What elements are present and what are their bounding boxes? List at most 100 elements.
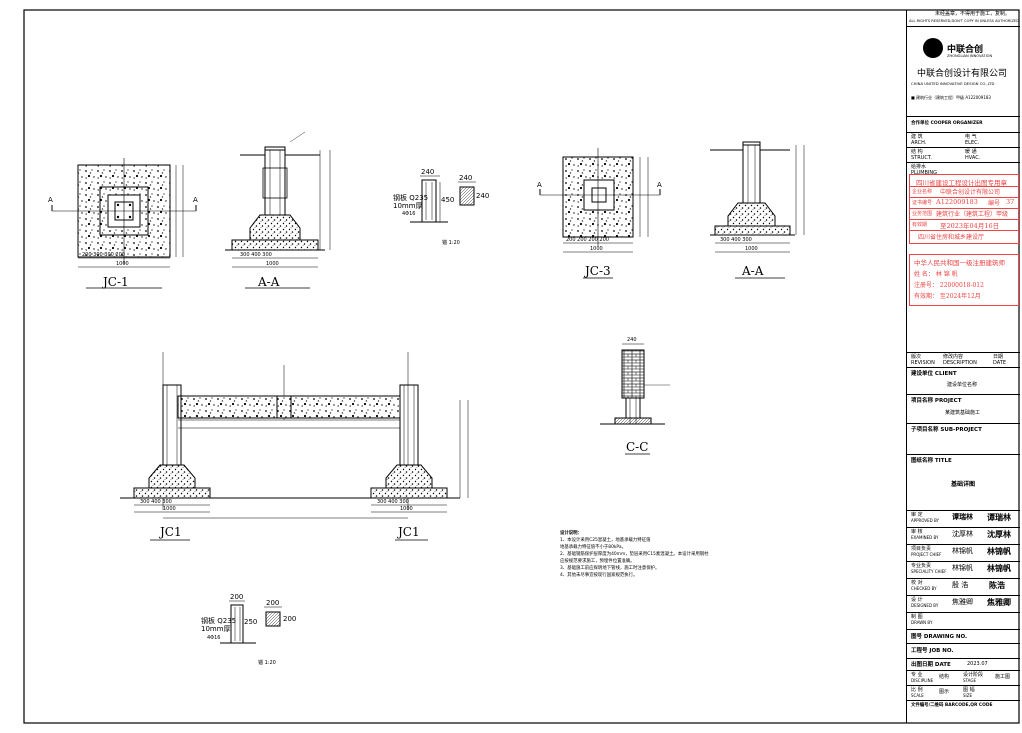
jc1-plan bbox=[51, 158, 197, 289]
company-logo-icon bbox=[923, 38, 943, 58]
tb-pm-name: 林锦帆 bbox=[952, 547, 973, 555]
tb-approved-name: 谭瑞林 bbox=[952, 513, 973, 521]
detail2-thickness: 10mm厚 bbox=[201, 625, 231, 633]
tb-phase: 专 业 bbox=[911, 672, 923, 678]
tb-company-cn: 中联合创设计有限公司 bbox=[917, 69, 1008, 79]
dim-detail-240c: 240 bbox=[476, 192, 490, 200]
dim-jc1-total: 1000 bbox=[116, 261, 129, 267]
tb-phase-en: DISCIPLINE bbox=[911, 678, 934, 683]
signature-4: 林锦帆 bbox=[987, 563, 1011, 573]
long-section bbox=[120, 352, 469, 541]
tb-arch: 建 筑 bbox=[911, 134, 923, 140]
plate-detail-1 bbox=[410, 175, 476, 223]
tb-top-note-2: ALL RIGHTS RESERVED,DON'T COPY IN UNLESS… bbox=[909, 19, 1019, 23]
tb-rev-date: 日期 DATE bbox=[993, 354, 1007, 366]
design-seal: 四川省建设工程设计出图专用章 企业名称 中联合创设计有限公司 证书编号 A122… bbox=[909, 174, 1019, 244]
signature-3: 林锦帆 bbox=[987, 546, 1011, 556]
tb-scale: 比 例 bbox=[911, 687, 923, 693]
tb-date-val: 2023.07 bbox=[967, 661, 988, 667]
dim-detail-450: 450 bbox=[441, 196, 455, 204]
tb-drawn: 制 图 bbox=[911, 614, 923, 620]
tb-struct: 结 构 bbox=[911, 149, 923, 155]
dim-jc1-bottom: 200 300 300 200 bbox=[82, 252, 125, 258]
tb-elec: 电 气 bbox=[965, 134, 977, 140]
cc-label: C-C bbox=[626, 440, 649, 454]
section-mark-a-right: A bbox=[193, 196, 198, 204]
jc1-right-label: JC1 bbox=[398, 525, 420, 539]
notes-title: 设计说明： bbox=[560, 531, 582, 536]
aa3-section bbox=[710, 141, 805, 279]
tb-sc-en: SPECIALITY CHIEF bbox=[911, 569, 947, 574]
tb-drawing-no: 图号 DRAWING NO. bbox=[911, 634, 968, 640]
tb-title-val: 基础详图 bbox=[951, 481, 976, 488]
dim-detail-240: 240 bbox=[421, 168, 435, 176]
detail2-plate: 钢板 Q235 bbox=[201, 617, 237, 625]
tb-checked-name: 殷 浩 bbox=[952, 581, 969, 589]
signature-5: 陈浩 bbox=[989, 580, 1005, 590]
tb-phase-val: 结构 bbox=[939, 674, 950, 680]
tb-designed: 设 计 bbox=[911, 597, 923, 603]
detail1-thickness: 10mm厚 bbox=[393, 202, 423, 210]
dim-long-right: 300 400 300 bbox=[377, 499, 409, 505]
tb-date: 出图日期 DATE bbox=[911, 662, 951, 668]
tb-rev-desc: 修改内容 DESCRIPTION bbox=[943, 354, 977, 366]
dim-jc3-bottom: 200 200 200 200 bbox=[566, 237, 609, 243]
tb-stage-val: 施工图 bbox=[995, 674, 1011, 680]
section-mark-a3-right: A bbox=[657, 181, 662, 189]
detail2-bolt: 4Φ16 bbox=[207, 635, 221, 641]
tb-size: 图 幅 bbox=[963, 687, 975, 693]
detail1-plate: 钢板 Q235 bbox=[393, 194, 429, 202]
dim-detail2-200b: 200 bbox=[266, 599, 280, 607]
section-mark-a-left: A bbox=[48, 196, 53, 204]
tb-revision: 版次 REVISION bbox=[911, 354, 935, 366]
dim-detail-240b: 240 bbox=[459, 174, 473, 182]
jc1-left-label: JC1 bbox=[160, 525, 182, 539]
dim-jc3-total: 1000 bbox=[590, 246, 603, 252]
dim-aa1-total: 1000 bbox=[266, 261, 279, 267]
tb-job-no: 工程号 JOB NO. bbox=[911, 648, 954, 654]
tb-pm: 项目负责 bbox=[911, 546, 932, 552]
aa1-label: A-A bbox=[258, 275, 280, 289]
tb-pm-en: PROJECT CHIEF bbox=[911, 552, 942, 557]
tb-file-no: 文件编号/二维码 BARCODE,QR CODE bbox=[911, 703, 993, 708]
tb-approved-en: APPROVED BY bbox=[911, 518, 940, 523]
tb-project-val: 某建筑基础施工 bbox=[945, 410, 981, 416]
tb-top-note-1: 未经盖章，不得用于施工，复制。 bbox=[935, 11, 1011, 17]
tb-subproject: 子项目名称 SUB-PROJECT bbox=[911, 427, 982, 433]
dim-detail2-250: 250 bbox=[244, 618, 258, 626]
tb-stage: 设计阶段 bbox=[963, 672, 984, 678]
notes-line: 应按规范要求施工，预埋件位置准确。 bbox=[560, 559, 635, 564]
dim-long-right-total: 1000 bbox=[400, 506, 413, 512]
detail1-bolt: 4Φ16 bbox=[402, 211, 416, 217]
signature-1: 谭瑞林 bbox=[987, 512, 1011, 522]
dim-detail2-200c: 200 bbox=[283, 615, 297, 623]
tb-scale-en: SCALE bbox=[911, 693, 924, 698]
tb-cert: ■ 建筑行业（建筑工程）甲级 A122009183 bbox=[911, 95, 991, 100]
tb-checked: 校 对 bbox=[911, 580, 923, 586]
aa3-label: A-A bbox=[742, 264, 764, 278]
cc-section bbox=[600, 343, 670, 455]
tb-designed-en: DESIGNED BY bbox=[911, 603, 939, 608]
design-notes: 设计说明： 1、本设计采用C25混凝土，地基承载力特征值 地基承载力特征值不小于… bbox=[560, 530, 710, 579]
notes-line: 3、基础施工前应探明地下管线，施工时注意保护。 bbox=[560, 566, 660, 571]
architect-seal: 中华人民共和国一级注册建筑师 姓 名： 林 锦 帆 注册号： 22000018-… bbox=[909, 254, 1019, 306]
jc3-label: JC-3 bbox=[585, 264, 611, 278]
tb-examined: 审 核 bbox=[911, 529, 923, 535]
detail1-scale: 锚 1:20 bbox=[442, 240, 460, 246]
tb-size-en: SIZE bbox=[963, 693, 972, 698]
dim-detail2-200: 200 bbox=[230, 593, 244, 601]
tb-sc-name: 林锦帆 bbox=[952, 564, 973, 572]
dim-long-left: 300 400 300 bbox=[140, 499, 172, 505]
tb-hvac: 暖 通 bbox=[965, 149, 977, 155]
detail2-scale: 锚 1:20 bbox=[258, 660, 276, 666]
notes-line: 4、其他未尽事宜按现行国家规范执行。 bbox=[560, 573, 638, 578]
tb-project: 项目名称 PROJECT bbox=[911, 398, 962, 404]
tb-stage-en: STAGE bbox=[963, 678, 976, 683]
drawing-border bbox=[23, 9, 1020, 724]
tb-elec-en: ELEC. bbox=[965, 140, 980, 146]
tb-drawn-en: DRAWN BY bbox=[911, 620, 933, 625]
tb-hvac-en: HVAC. bbox=[965, 155, 981, 161]
jc1-label: JC-1 bbox=[103, 275, 129, 289]
notes-line: 地基承载力特征值不小于80kPa。 bbox=[560, 545, 626, 550]
